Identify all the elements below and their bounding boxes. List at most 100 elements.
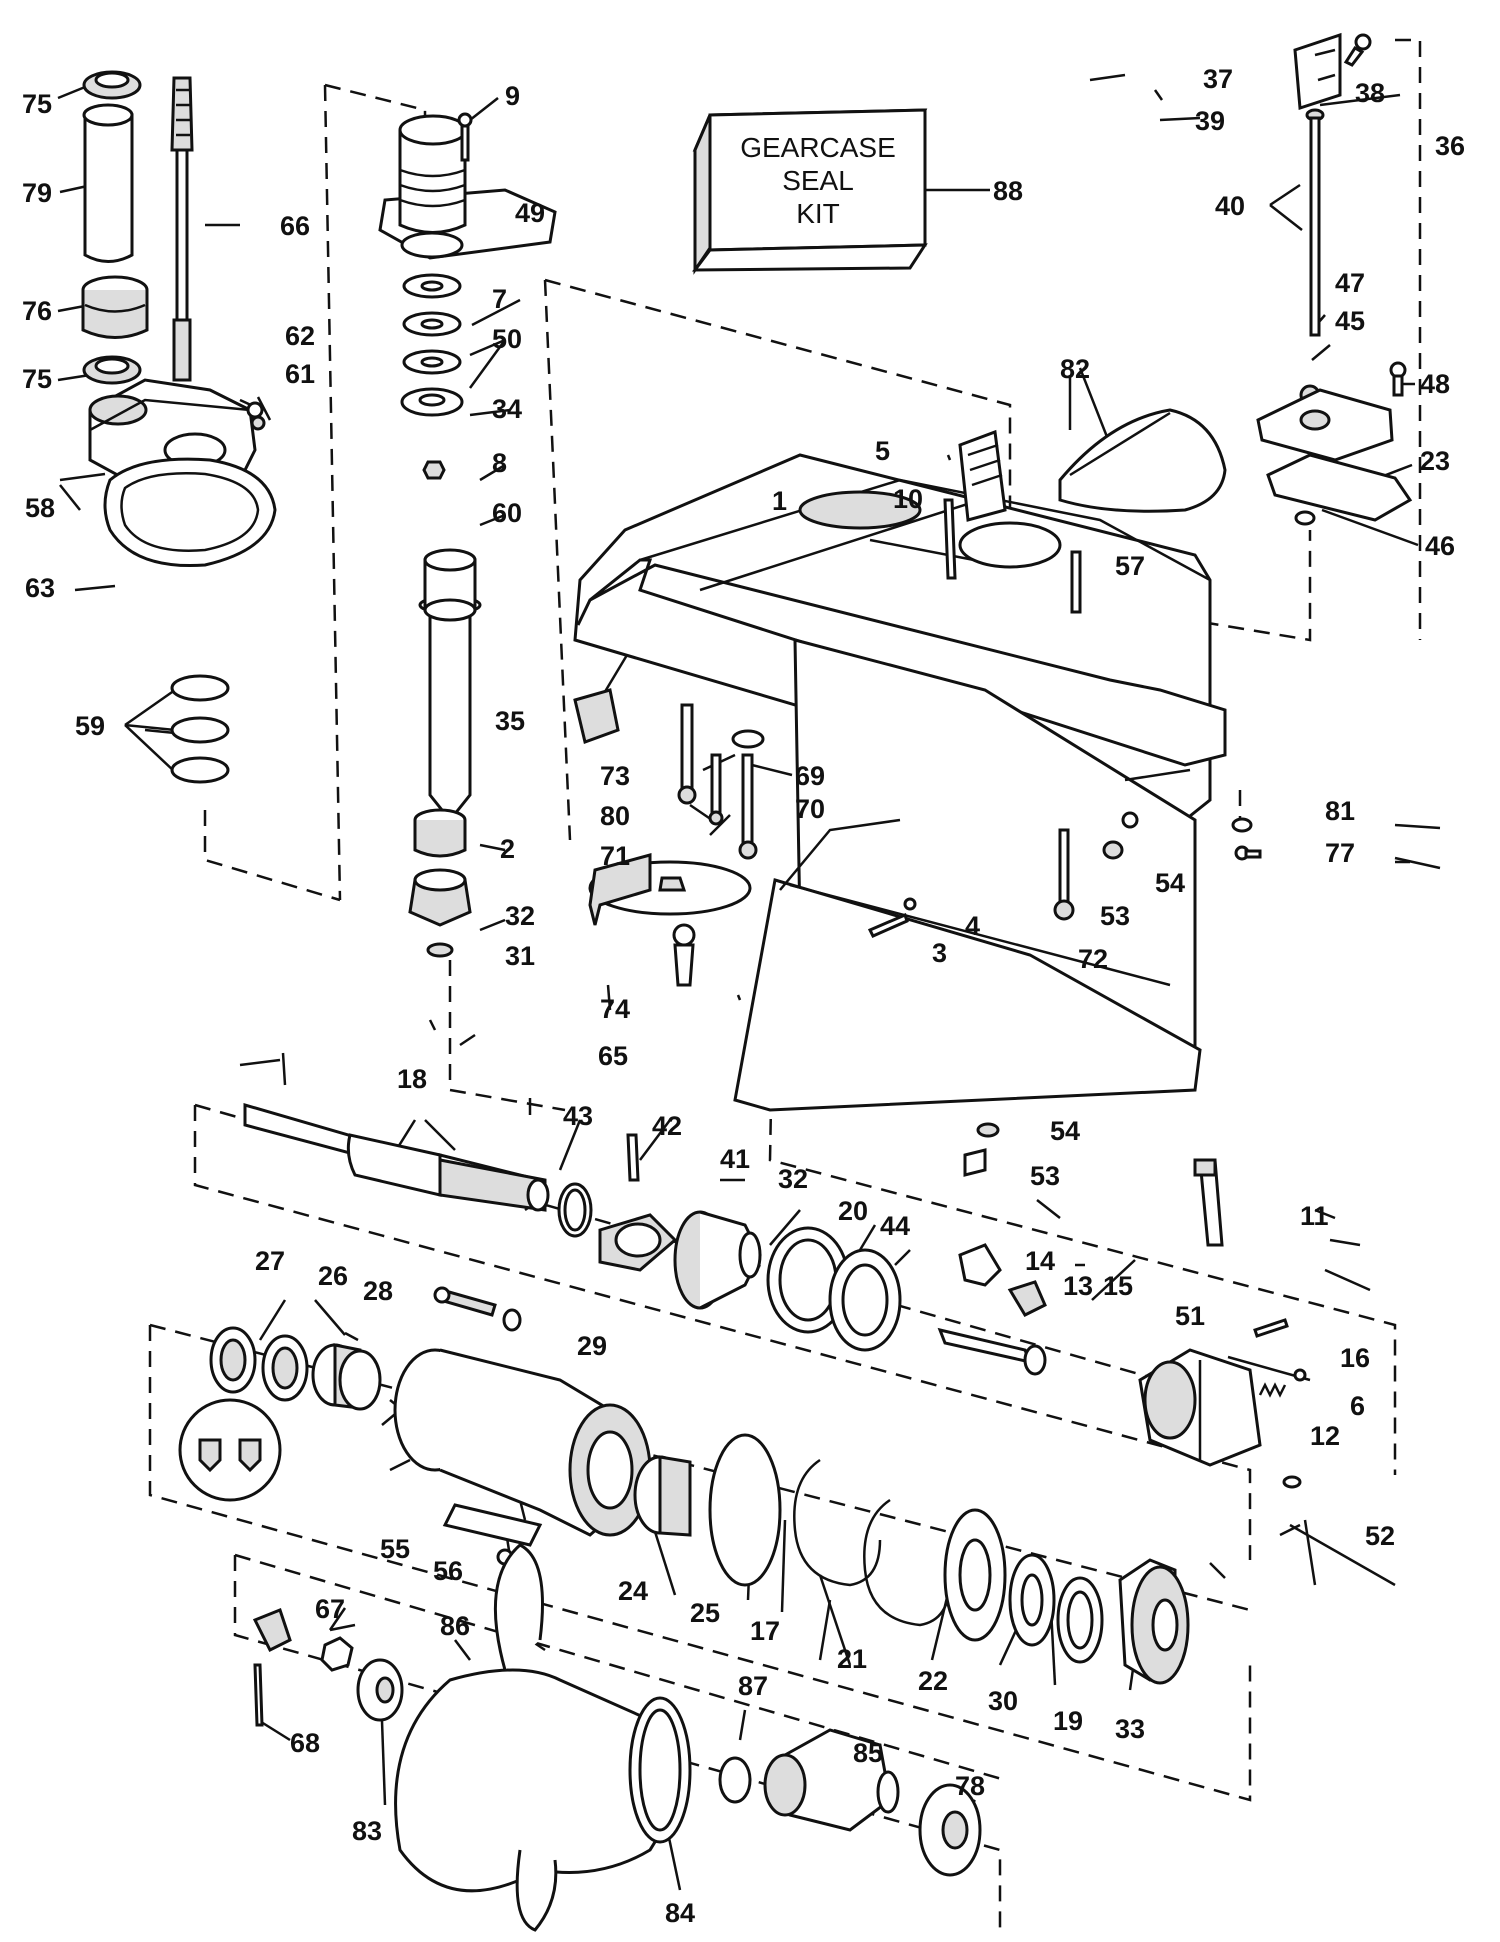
- label-61: 61: [285, 359, 315, 389]
- label-76: 76: [22, 296, 52, 326]
- part-86-84-propeller: [394, 1543, 692, 1932]
- part-13-cradle: [1007, 1280, 1047, 1317]
- part-23-gasket: [1266, 453, 1413, 522]
- part-9-bolt: [457, 112, 473, 162]
- label-24: 24: [618, 1576, 648, 1606]
- seal-kit-line3: KIT: [796, 198, 840, 229]
- label-7: 7: [492, 284, 507, 314]
- part-85-hub: [763, 1728, 900, 1832]
- part-16-pin: [1253, 1318, 1289, 1338]
- part-72-bolt: [1053, 828, 1075, 921]
- label-75a: 75: [22, 89, 52, 119]
- label-38: 38: [1355, 78, 1385, 108]
- part-67-nut-and-spline: [252, 1608, 354, 1672]
- part-63-gasket: [103, 457, 277, 568]
- part-30-washer: [1008, 1553, 1056, 1647]
- label-70: 70: [795, 794, 825, 824]
- part-76-bearing: [81, 275, 149, 339]
- part-18-propeller-shaft: [243, 1103, 550, 1212]
- part-83-thrust-washer: [356, 1658, 404, 1722]
- label-56: 56: [433, 1556, 463, 1586]
- label-8: 8: [492, 448, 507, 478]
- label-11: 11: [1300, 1201, 1329, 1231]
- label-36: 36: [1435, 131, 1465, 161]
- label-28: 28: [363, 1276, 393, 1306]
- label-45: 45: [1335, 306, 1365, 336]
- label-40: 40: [1215, 191, 1245, 221]
- label-88: 88: [993, 176, 1023, 206]
- label-68: 68: [290, 1728, 320, 1758]
- label-86: 86: [440, 1611, 470, 1641]
- part-39-40-shift-rod: [1305, 108, 1325, 337]
- label-65: 65: [598, 1041, 628, 1071]
- label-71: 71: [600, 841, 630, 871]
- label-5: 5: [875, 436, 890, 466]
- part-22-thrust-plate: [943, 1508, 1007, 1642]
- part-59-o-rings: [170, 674, 230, 784]
- label-21: 21: [837, 1644, 867, 1674]
- label-37: 37: [1203, 64, 1233, 94]
- part-80-71-70-bolts: [677, 703, 758, 860]
- part-65-bolt: [672, 923, 696, 987]
- label-22: 22: [918, 1666, 948, 1696]
- label-67: 67: [315, 1594, 345, 1624]
- part-number-labels: 75 79 66 76 75 62 61 58 63 59 9 49 7 50 …: [22, 64, 1465, 1928]
- label-27: 27: [255, 1246, 285, 1276]
- part-37-bracket: [1293, 32, 1342, 111]
- part-51-bearing-housing: [1138, 1348, 1262, 1467]
- label-60: 60: [492, 498, 522, 528]
- label-12: 12: [1310, 1421, 1340, 1451]
- label-72: 72: [1078, 944, 1108, 974]
- label-18: 18: [397, 1064, 427, 1094]
- label-51: 51: [1175, 1301, 1205, 1331]
- label-47: 47: [1335, 268, 1365, 298]
- label-83: 83: [352, 1816, 382, 1846]
- part-32-forward-gear: [673, 1210, 762, 1310]
- label-62: 62: [285, 321, 315, 351]
- label-32a: 32: [505, 901, 535, 931]
- part-1-gear-case: [573, 453, 1227, 1112]
- label-48: 48: [1420, 369, 1450, 399]
- label-35: 35: [495, 706, 525, 736]
- part-24-bearing-housing: [393, 1348, 652, 1537]
- part-66-driveshaft: [170, 76, 194, 382]
- part-74-anode: [588, 853, 752, 926]
- label-17: 17: [750, 1616, 780, 1646]
- label-81: 81: [1325, 796, 1355, 826]
- part-73-block: [573, 688, 620, 744]
- part-69-washer: [731, 729, 765, 749]
- label-13: 13: [1063, 1271, 1093, 1301]
- label-2: 2: [500, 834, 515, 864]
- part-50-34-washers: [402, 273, 462, 375]
- label-77: 77: [1325, 838, 1355, 868]
- label-66: 66: [280, 211, 310, 241]
- part-81-77-screw: [1231, 817, 1262, 861]
- part-4-3-screws: [867, 897, 917, 938]
- label-44: 44: [880, 1211, 910, 1241]
- label-54a: 54: [1155, 868, 1185, 898]
- part-79-tube: [82, 103, 134, 263]
- part-12-spring: [1258, 1382, 1287, 1398]
- label-82: 82: [1060, 354, 1090, 384]
- part-28-screw: [433, 1286, 497, 1317]
- part-44-washer: [828, 1248, 902, 1352]
- part-87-spacer: [718, 1756, 752, 1804]
- label-46: 46: [1425, 531, 1455, 561]
- part-42-pin: [626, 1133, 640, 1182]
- label-75b: 75: [22, 364, 52, 394]
- part-82-cover: [1058, 408, 1227, 513]
- label-39: 39: [1195, 106, 1225, 136]
- part-6-ball: [1293, 1368, 1307, 1382]
- part-43-ring: [557, 1182, 593, 1238]
- part-2-needle-bearing: [413, 808, 467, 858]
- part-55-plate: [442, 1503, 543, 1547]
- label-41: 41: [720, 1144, 750, 1174]
- label-50: 50: [492, 324, 522, 354]
- label-58: 58: [25, 493, 55, 523]
- label-52: 52: [1365, 1521, 1395, 1551]
- part-41-clutch-dog: [598, 1213, 678, 1272]
- seal-kit-line1: GEARCASE: [740, 132, 896, 163]
- label-53a: 53: [1100, 901, 1130, 931]
- part-11-shift-rod: [1193, 1158, 1224, 1247]
